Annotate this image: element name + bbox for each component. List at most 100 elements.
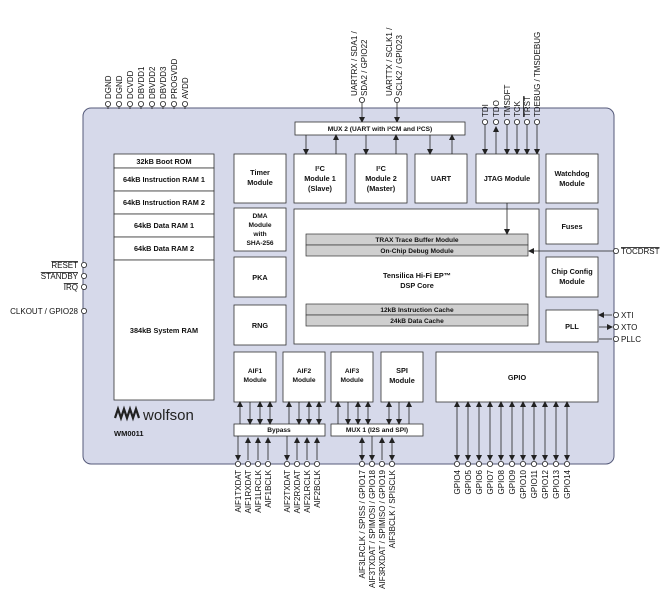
system-ram-label: 384kB System RAM bbox=[130, 326, 198, 335]
pin-label-aif2lrclk: AIF2LRCLK bbox=[303, 469, 312, 512]
pin-label-avdd: AVDD bbox=[181, 77, 190, 99]
watchdog-block: Watchdog Module bbox=[545, 153, 599, 204]
icache-label: 12kB Instruction Cache bbox=[380, 307, 454, 314]
pin-gpio8 bbox=[497, 460, 504, 467]
gpio-label: GPIO bbox=[508, 373, 527, 382]
rng-label: RNG bbox=[252, 321, 269, 330]
pin-tck bbox=[514, 119, 521, 126]
aif2-label-2: Module bbox=[292, 377, 315, 384]
pin-gpio13 bbox=[553, 460, 560, 467]
pin-aif2bclk bbox=[313, 460, 320, 467]
pin-tocdrst bbox=[613, 247, 620, 254]
pin-pllc bbox=[613, 335, 620, 342]
pin-reset bbox=[81, 261, 88, 268]
pin-label-irq: IRQ bbox=[64, 283, 78, 292]
pin-label-gpio6: GPIO6 bbox=[475, 469, 484, 494]
pin-label-uartrx-1: UARTRX / SDA1 / bbox=[350, 30, 359, 96]
pin-gpio14 bbox=[564, 460, 571, 467]
wolfson-logo-mark bbox=[113, 405, 141, 422]
pin-label-aif1bclk: AIF1BCLK bbox=[264, 469, 273, 507]
gpio-block: GPIO bbox=[435, 351, 599, 403]
iram2-label: 64kB Instruction RAM 2 bbox=[123, 198, 205, 207]
pin-label-dgnd: DGND bbox=[115, 75, 124, 99]
aif1-label-2: Module bbox=[243, 377, 266, 384]
mux1-block: MUX 1 (I2S and SPI) bbox=[330, 423, 424, 437]
pin-label-uarttx-1: UARTTX / SCLK1 / bbox=[385, 27, 394, 96]
aif1-label-1: AIF1 bbox=[248, 368, 263, 375]
ocd-label: On-Chip Debug Module bbox=[380, 248, 454, 255]
dcache-bar bbox=[305, 314, 529, 327]
uart-label: UART bbox=[431, 174, 452, 183]
system-ram-block bbox=[113, 259, 215, 401]
pin-label-gpio7: GPIO7 bbox=[486, 469, 495, 494]
pin-label-aif2bclk: AIF2BCLK bbox=[313, 469, 322, 507]
pin-label-tdi: TDI bbox=[481, 104, 490, 117]
pin-clkout bbox=[81, 307, 88, 314]
pin-label-tck: TCK bbox=[513, 100, 522, 117]
part-number: WM0011 bbox=[114, 429, 144, 438]
watchdog-label-1: Watchdog bbox=[555, 169, 590, 178]
fuses-block: Fuses bbox=[545, 208, 599, 245]
pin-aif2txdat bbox=[283, 460, 290, 467]
mux2-block: MUX 2 (UART with I²CM and I²CS) bbox=[294, 121, 466, 136]
dma-label-4: SHA-256 bbox=[246, 240, 273, 247]
i2c2-block: I²C Module 2 (Master) bbox=[354, 153, 408, 204]
pin-irq bbox=[81, 283, 88, 290]
left-pins: RESET STANDBY IRQ CLKOUT / GPIO28 bbox=[10, 261, 88, 316]
mux2-connections bbox=[303, 134, 455, 155]
pin-aif1txdat bbox=[234, 460, 241, 467]
pin-label-aif1lrclk: AIF1LRCLK bbox=[254, 469, 263, 512]
aif3-label-1: AIF3 bbox=[345, 368, 360, 375]
pin-tdebug-tmsdebug bbox=[534, 119, 541, 126]
pin-tdi bbox=[481, 119, 488, 126]
pin-label-mux-2: AIF3RXDAT / SPIMISO / GPIO19 bbox=[378, 469, 387, 588]
dma-label-2: Module bbox=[248, 222, 271, 229]
dma-label-1: DMA bbox=[252, 213, 267, 220]
pin-trst bbox=[524, 119, 531, 126]
pin-label-gpio5: GPIO5 bbox=[464, 469, 473, 494]
jtag-label: JTAG Module bbox=[484, 174, 530, 183]
pin-label-gpio8: GPIO8 bbox=[497, 469, 506, 494]
pin-label-dcvdd: DCVDD bbox=[126, 70, 135, 99]
pin-uarttx bbox=[393, 97, 400, 104]
timer-label-1: Timer bbox=[250, 168, 270, 177]
pka-label: PKA bbox=[252, 273, 268, 282]
wolfson-logo-text: wolfson bbox=[142, 407, 194, 424]
pin-dgnd bbox=[105, 101, 112, 108]
dma-block: DMA Module with SHA-256 bbox=[233, 207, 287, 252]
pin-mux-0 bbox=[358, 460, 365, 467]
i2c1-block: I²C Module 1 (Slave) bbox=[293, 153, 347, 204]
pin-label-gpio13: GPIO13 bbox=[552, 469, 561, 498]
i2c1-label-1: I²C bbox=[315, 164, 325, 173]
aif1-block: AIF1 Module bbox=[233, 351, 277, 403]
chipcfg-label-1: Chip Config bbox=[551, 267, 592, 276]
pka-block: PKA bbox=[233, 256, 287, 298]
i2c1-label-3: (Slave) bbox=[308, 184, 332, 193]
pin-label-tdebug-tmsdebug: TDEBUG / TMSDEBUG bbox=[533, 32, 542, 117]
aif3-label-2: Module bbox=[340, 377, 363, 384]
dsp-label-2: DSP Core bbox=[400, 281, 434, 290]
clock-pins: XTI XTO PLLC bbox=[598, 311, 641, 344]
pin-mux-2 bbox=[378, 460, 385, 467]
pin-gpio9 bbox=[508, 460, 515, 467]
rng-block: RNG bbox=[233, 304, 287, 346]
pin-aif1bclk bbox=[264, 460, 271, 467]
pin-label-xto: XTO bbox=[621, 323, 637, 332]
aif-internal-arrows bbox=[237, 401, 412, 425]
pin-gpio6 bbox=[475, 460, 482, 467]
spi-label-1: SPI bbox=[396, 366, 408, 375]
aif2-label-1: AIF2 bbox=[297, 368, 312, 375]
pin-label-gpio4: GPIO4 bbox=[453, 469, 462, 494]
pin-label-dbvdd3: DBVDD3 bbox=[159, 66, 168, 99]
i2c2-label-1: I²C bbox=[376, 164, 386, 173]
pin-standby bbox=[81, 272, 88, 279]
pin-label-aif2txdat: AIF2TXDAT bbox=[283, 470, 292, 513]
wolfson-logo: wolfson WM0011 bbox=[113, 405, 194, 438]
pin-dbvdd1 bbox=[137, 101, 144, 108]
uart-block: UART bbox=[414, 153, 468, 204]
pin-dbvdd3 bbox=[159, 101, 166, 108]
dram1-label: 64kB Data RAM 1 bbox=[134, 221, 194, 230]
